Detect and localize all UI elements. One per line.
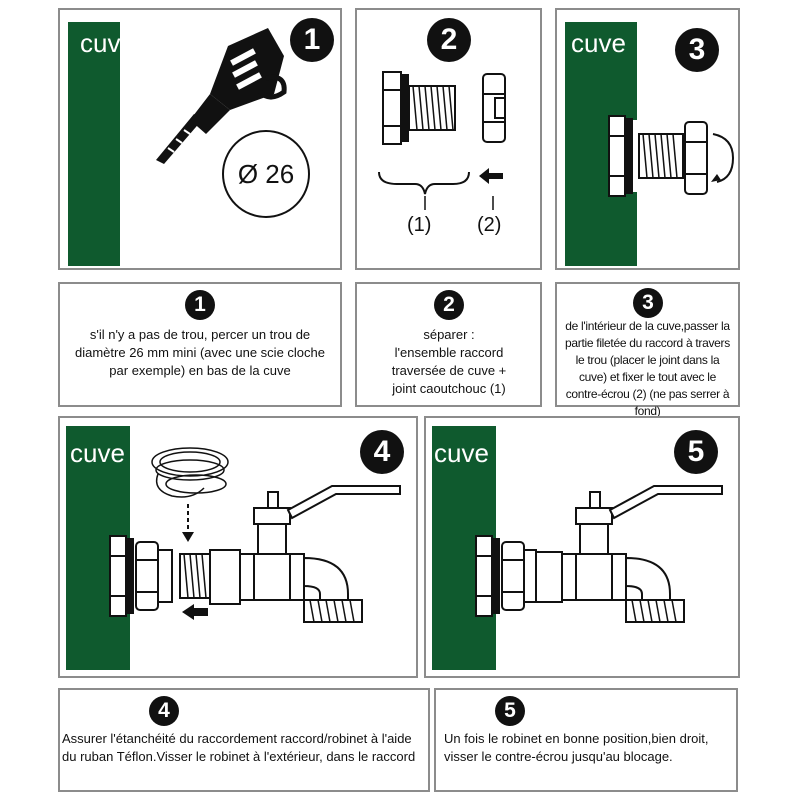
- panel-step-4-text: 4 Assurer l'étanchéité du raccordement r…: [58, 688, 430, 792]
- faucet-icon: [209, 485, 401, 623]
- faucet-icon: [535, 485, 723, 623]
- arrow-left-icon: [182, 604, 208, 620]
- step-number-badge: 2: [434, 290, 464, 320]
- lock-nut-icon: [684, 121, 708, 195]
- fitting-inserted-illustration: [608, 115, 735, 197]
- step-5-instructions: Un fois le robinet en bonne position,bie…: [444, 731, 709, 764]
- step-number-badge: 2: [427, 18, 471, 62]
- tank-label: cuve: [571, 28, 626, 58]
- faucet-teflon-illustration: [109, 447, 401, 623]
- fitting-separated-illustration: [378, 71, 506, 210]
- lock-nut-icon: [501, 541, 537, 611]
- drill-bit-icon: [156, 114, 202, 164]
- step-1-instructions: s'il n'y a pas de trou, percer un trou d…: [75, 327, 325, 378]
- rotation-arrow-icon: [712, 133, 735, 183]
- faucet-assembled-illustration: [475, 485, 723, 623]
- panel-step-2-illustration: 2 (1) (2): [355, 8, 542, 270]
- step-number-badge: 3: [675, 28, 719, 72]
- step-number-badge: 3: [633, 288, 663, 318]
- step-4-instructions: Assurer l'étanchéité du raccordement rac…: [62, 731, 416, 764]
- rubber-gasket-icon: [492, 538, 500, 614]
- panel-step-2-text: 2 séparer : l'ensemble raccord traversée…: [355, 282, 542, 407]
- diameter-label: Ø 26: [237, 159, 295, 189]
- panel-step-4-illustration: cuve 4: [58, 416, 418, 678]
- drill-body-icon: [210, 28, 287, 110]
- panel-step-1-text: 1 s'il n'y a pas de trou, percer un trou…: [58, 282, 342, 407]
- panel-step-1-illustration: cuve Ø 26 1: [58, 8, 342, 270]
- step-number-badge: 1: [185, 290, 215, 320]
- arrow-left-icon: [479, 168, 503, 184]
- rubber-gasket-icon: [625, 118, 633, 194]
- part-label-2: (2): [477, 214, 502, 236]
- step-number-badge: 4: [360, 430, 404, 474]
- panel-step-3-illustration: cuve 3: [555, 8, 740, 270]
- step-3-instructions: de l'intérieur de la cuve,passer la part…: [565, 319, 730, 418]
- part-label-1: (1): [407, 214, 432, 236]
- tank-wall: [68, 22, 120, 266]
- step-number-badge: 1: [290, 18, 334, 62]
- drill-chuck-icon: [190, 94, 230, 134]
- tank-label: cuve: [80, 28, 135, 58]
- arrow-down-icon: [182, 532, 194, 542]
- step-2-instructions: séparer : l'ensemble raccord traversée d…: [391, 327, 507, 396]
- brace-icon: [378, 171, 470, 195]
- panel-step-5-illustration: cuve 5: [424, 416, 740, 678]
- diameter-circle: Ø 26: [222, 130, 310, 218]
- rubber-gasket-icon: [401, 74, 409, 142]
- step-number-badge: 5: [495, 696, 525, 726]
- panel-step-5-text: 5 Un fois le robinet en bonne position,b…: [434, 688, 738, 792]
- panel-step-3-text: 3 de l'intérieur de la cuve,passer la pa…: [555, 282, 740, 418]
- lock-nut-icon: [482, 73, 506, 143]
- fitting-head-icon: [382, 71, 402, 145]
- lock-nut-icon: [135, 541, 173, 611]
- rubber-gasket-icon: [126, 538, 134, 614]
- step-number-badge: 5: [674, 430, 718, 474]
- step-number-badge: 4: [149, 696, 179, 726]
- tank-label: cuve: [70, 438, 125, 468]
- drill-illustration: [156, 28, 287, 164]
- tank-label: cuve: [434, 438, 489, 468]
- teflon-tape-icon: [151, 447, 229, 498]
